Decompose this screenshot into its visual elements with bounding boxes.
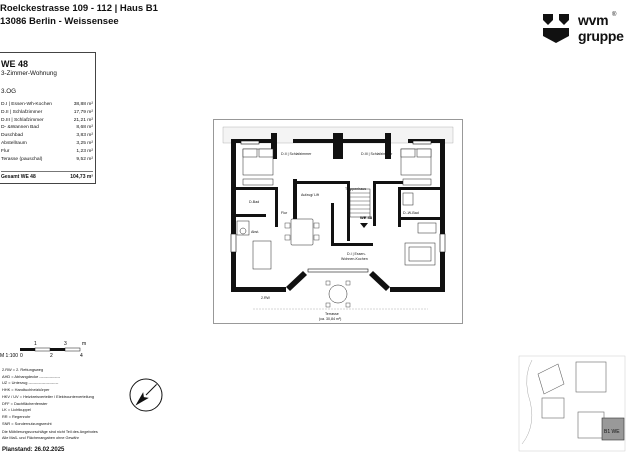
room-label: D.I | Essen- bbox=[347, 252, 367, 256]
disclaimer: Die Möblierungsvorschläge sind nicht Tei… bbox=[2, 430, 98, 440]
room-label: (ca. 30,84 m²) bbox=[319, 317, 341, 321]
address-line: Roelckestrasse 109 - 112 | Haus B1 bbox=[0, 3, 158, 14]
logo-registered: ® bbox=[612, 12, 617, 18]
legend-item: AHD = Abhangdecke ---------------- bbox=[2, 373, 61, 379]
logo-mark-icon bbox=[543, 14, 569, 43]
legend-item: HHK = Handtuchheizkörper bbox=[2, 387, 50, 393]
room-label: D.III | Schlafzimmer bbox=[361, 152, 393, 156]
plan-date: Planstand: 26.02.2025 bbox=[2, 447, 65, 453]
city-line: 13086 Berlin - Weissensee bbox=[0, 16, 119, 27]
legend-item: DFF = Dachflächenfenster bbox=[2, 400, 48, 406]
room-label: D.II | Schlafzimmer bbox=[281, 152, 312, 156]
abbreviation-legend: 2.RW = 2. Rettungsweg AHD = Abhangdecke … bbox=[2, 367, 152, 427]
scale-label-top: 1 bbox=[34, 341, 37, 347]
room-label: Aufzug/ Lift bbox=[301, 193, 319, 197]
scale-label-bottom: 2 bbox=[50, 353, 53, 359]
unit-id: WE 48 bbox=[1, 59, 29, 69]
north-arrow-icon bbox=[128, 377, 164, 413]
legend-item: RR = Regenrohr bbox=[2, 413, 31, 419]
legend-item: 2.RW = 2. Rettungsweg bbox=[2, 367, 44, 372]
room-label: Terrasse bbox=[325, 312, 339, 316]
room-label: Abst. bbox=[251, 230, 259, 234]
legend-item: HKV / UV = Heizkreisverteiler / Elektrou… bbox=[2, 393, 95, 399]
room-row: Terasse (pauschal)9,52 m² bbox=[1, 156, 93, 162]
scale-bar: 1 3 m M 1:100 0 2 4 bbox=[0, 338, 96, 364]
legend-item: UZ = Unterzug ----------------------- bbox=[2, 380, 59, 386]
site-label: B1 WE bbox=[604, 429, 620, 435]
legend-item: SNR = Sondernutzungsrecht bbox=[2, 420, 52, 426]
unit-type: 3-Zimmer-Wohnung bbox=[1, 70, 57, 77]
scale-label-top: 3 bbox=[64, 341, 67, 347]
scale-label-bottom: 0 bbox=[20, 353, 23, 359]
legend-item: LK = Lichtkuppel bbox=[2, 407, 31, 413]
unit-floor: 3.OG bbox=[1, 88, 17, 95]
room-label: Wohnen-Kochen bbox=[341, 257, 368, 261]
site-plan: B1 WE bbox=[518, 354, 626, 454]
unit-tag: WE 48 bbox=[360, 215, 373, 220]
scale-label-top: m bbox=[82, 341, 86, 347]
logo-word-bottom: gruppe bbox=[578, 28, 624, 44]
room-label: D.-W-Bad bbox=[403, 211, 419, 215]
logo-word-top: wvm bbox=[578, 12, 609, 28]
room-label: Treppenhaus bbox=[345, 187, 366, 191]
scale-ratio: M 1:100 bbox=[0, 353, 18, 359]
room-label: 2.RW bbox=[261, 296, 271, 300]
company-logo: wvm ® gruppe bbox=[540, 12, 626, 48]
room-label: D-Bad bbox=[249, 200, 259, 204]
floor-plan: D.II | Schlafzimmer D.III | Schlafzimmer… bbox=[213, 119, 463, 324]
unit-info-box bbox=[0, 52, 96, 184]
room-label: Flur bbox=[281, 211, 288, 215]
scale-label-bottom: 4 bbox=[80, 353, 83, 359]
